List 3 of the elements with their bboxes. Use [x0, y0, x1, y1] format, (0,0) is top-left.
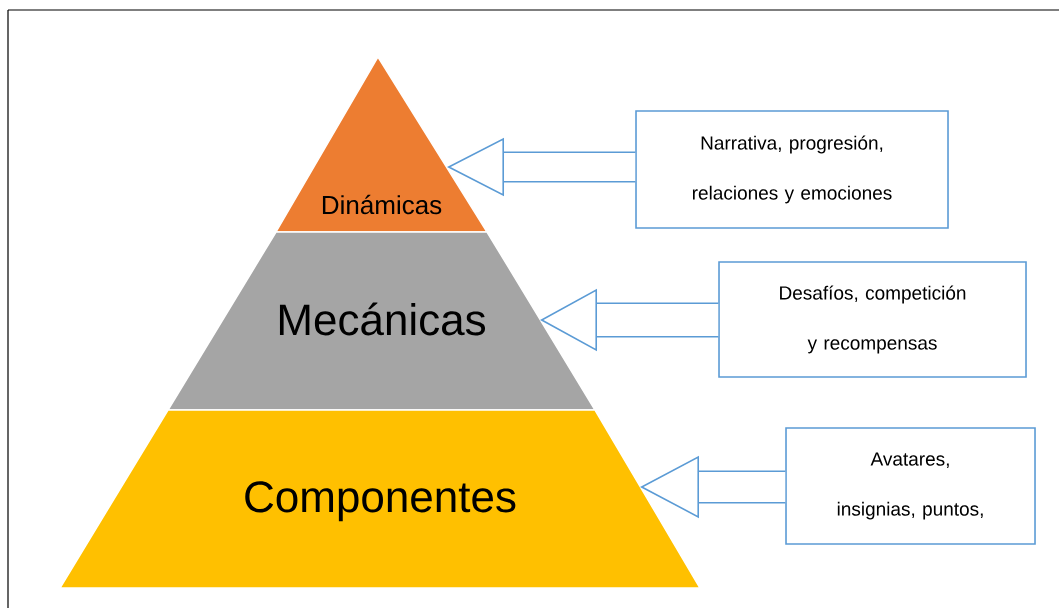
text-box: Narrativa, progresión, relaciones y emociones	[635, 110, 949, 229]
text-box: Avatares, insignias, puntos,	[785, 427, 1036, 545]
text-box: Desafíos, competición y recompensas	[718, 261, 1027, 378]
